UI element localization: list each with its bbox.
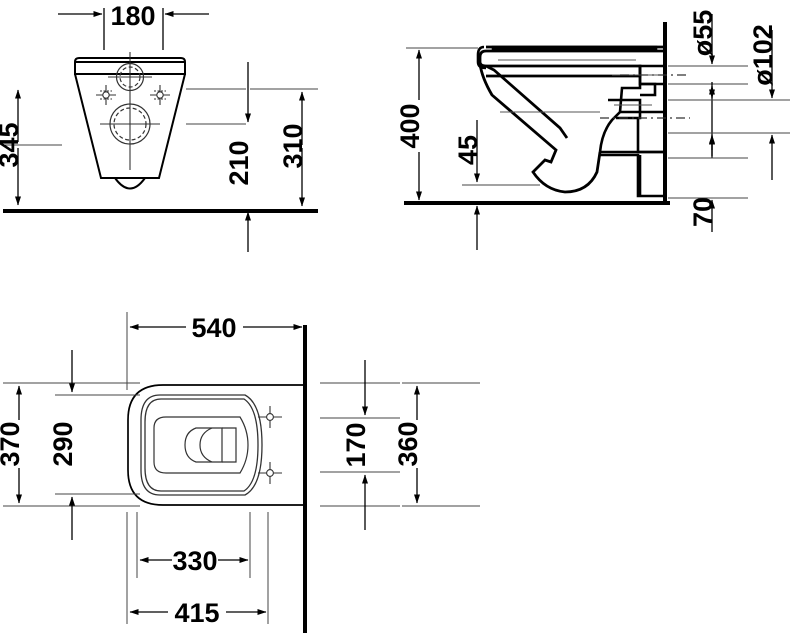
- dimension-label-415: 415: [174, 598, 219, 628]
- dimension-label-170: 170: [341, 422, 371, 467]
- dimension-label-102: ø102: [748, 24, 778, 86]
- dimension-label-210: 210: [224, 140, 254, 185]
- dimension-170: [320, 360, 400, 530]
- front-fixing-crosshair-right: [150, 85, 170, 105]
- dimension-label-345: 345: [0, 122, 24, 167]
- dimension-45: [462, 120, 540, 250]
- side-view: [404, 14, 790, 250]
- dimension-415: [126, 512, 269, 624]
- front-fixing-crosshair-left: [96, 85, 116, 105]
- front-view: [3, 8, 318, 252]
- plan-fixing-crosshair-top: [258, 406, 282, 428]
- plan-fixing-crosshair-bottom: [258, 462, 282, 484]
- dimension-180: [58, 8, 209, 50]
- side-outlet-block: [598, 64, 667, 198]
- dimension-label-330: 330: [172, 546, 217, 576]
- plan-outlet-shape: [184, 427, 237, 463]
- dimension-label-310: 310: [278, 123, 308, 168]
- dimension-label-360: 360: [393, 421, 423, 466]
- side-bowl-profile: [478, 63, 602, 194]
- dimension-label-55: ø55: [688, 10, 718, 57]
- dimension-210: [186, 62, 251, 252]
- dimension-290: [55, 350, 140, 540]
- dimension-label-540: 540: [191, 313, 236, 343]
- dimension-label-45: 45: [453, 135, 483, 165]
- dimension-label-400: 400: [395, 103, 425, 148]
- dimension-345: [5, 89, 62, 206]
- dimension-310: [250, 88, 318, 207]
- dimension-360: [402, 382, 480, 507]
- plan-view: [3, 312, 480, 633]
- plan-bowl-rim: [140, 394, 263, 496]
- plan-bowl-outer: [127, 384, 303, 506]
- dimension-label-290: 290: [48, 421, 78, 466]
- side-seat-rim: [476, 45, 658, 70]
- dimension-70: [668, 135, 748, 232]
- side-bowl-outline: [478, 45, 667, 78]
- dimension-400: [406, 47, 478, 201]
- dimension-540: [126, 312, 303, 390]
- plan-bowl-opening: [153, 416, 249, 474]
- dimension-330: [136, 512, 251, 578]
- dimension-label-180: 180: [110, 1, 155, 31]
- dimension-102: [668, 30, 790, 180]
- dimension-label-370: 370: [0, 421, 25, 466]
- dimension-label-70: 70: [688, 197, 718, 227]
- front-bowl-outline: [74, 57, 186, 190]
